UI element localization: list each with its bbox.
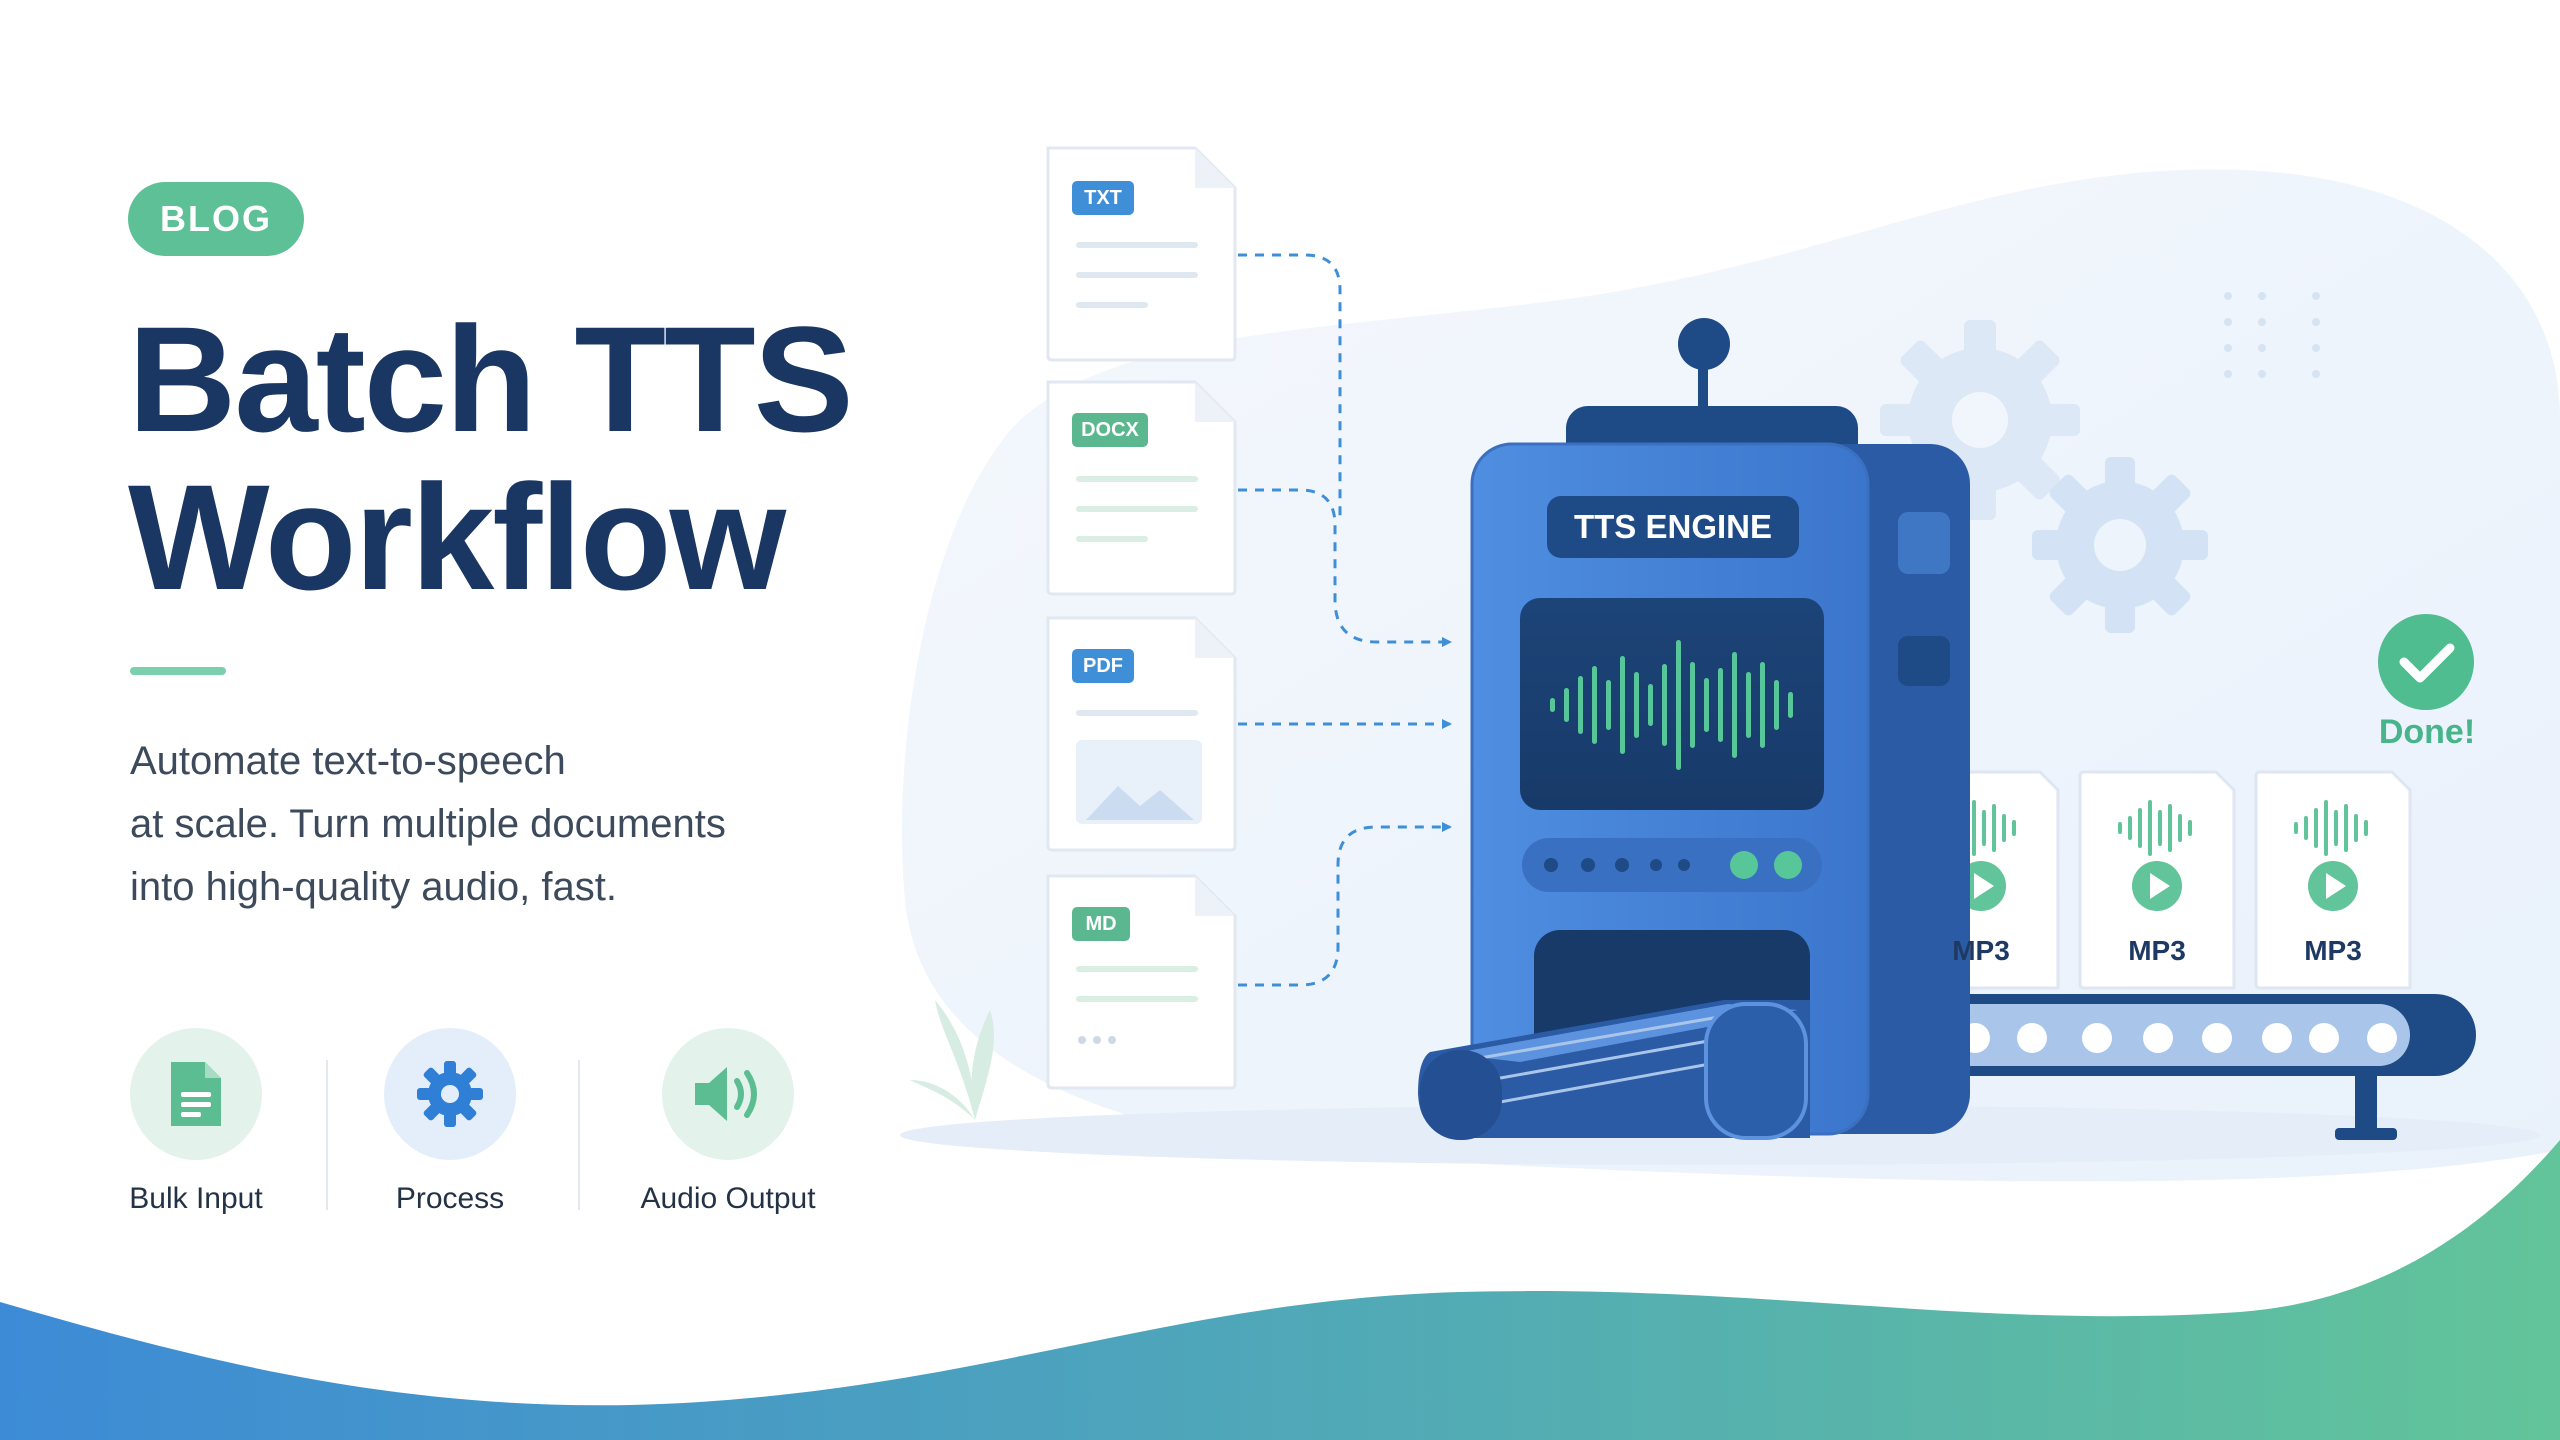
- feature-bulk-input: Bulk Input: [66, 1028, 326, 1216]
- feature-separator: [578, 1060, 580, 1210]
- page-title: Batch TTS Workflow: [128, 295, 854, 621]
- output-file-label: MP3: [2128, 935, 2186, 966]
- accent-divider: [130, 667, 226, 675]
- bottom-wave: [0, 1140, 2560, 1440]
- tts-engine-machine: [1418, 318, 1970, 1140]
- output-file-label: MP3: [2304, 935, 2362, 966]
- description-line: Automate text-to-speech: [130, 739, 566, 783]
- feature-label: Process: [395, 1182, 505, 1215]
- plant-decoration: [910, 1000, 995, 1120]
- gear-icon: [2032, 457, 2208, 633]
- feature-label: Audio Output: [640, 1182, 816, 1215]
- title-line: Workflow: [128, 453, 786, 621]
- status-light: [1774, 851, 1802, 879]
- waveform-display: [1550, 640, 1793, 770]
- connector-line: [1238, 253, 1342, 520]
- category-badge[interactable]: BLOG: [128, 182, 304, 256]
- feature-label: Bulk Input: [129, 1182, 263, 1215]
- dot-grid-decoration: [2224, 292, 2320, 378]
- doc-type-badge-txt: TXT: [1072, 181, 1134, 215]
- feature-process: Process: [320, 1028, 580, 1216]
- speaker-icon: [662, 1028, 794, 1160]
- checkmark-icon: [2378, 614, 2474, 710]
- output-file-label: MP3: [1952, 935, 2010, 966]
- gear-icon: [384, 1028, 516, 1160]
- title-line: Batch TTS: [128, 295, 854, 463]
- feature-separator: [326, 1060, 328, 1210]
- status-light: [1730, 851, 1758, 879]
- doc-type-badge-docx: DOCX: [1072, 413, 1148, 447]
- description: Automate text-to-speech at scale. Turn m…: [130, 730, 950, 919]
- engine-label: TTS ENGINE: [1547, 496, 1799, 558]
- description-line: into high-quality audio, fast.: [130, 865, 617, 909]
- done-status-label: Done!: [2378, 713, 2476, 751]
- doc-type-badge-pdf: PDF: [1072, 649, 1134, 683]
- document-icon: [130, 1028, 262, 1160]
- connector-line: [1238, 488, 1452, 647]
- mp3-card: [2078, 770, 2236, 990]
- description-line: at scale. Turn multiple documents: [130, 802, 726, 846]
- doc-type-badge-md: MD: [1072, 907, 1130, 941]
- feature-audio-output: Audio Output: [598, 1028, 858, 1216]
- content-column: BLOG Batch TTS Workflow Automate text-to…: [0, 0, 1000, 1440]
- mp3-card: [2254, 770, 2412, 990]
- document-card-txt: [1046, 146, 1237, 362]
